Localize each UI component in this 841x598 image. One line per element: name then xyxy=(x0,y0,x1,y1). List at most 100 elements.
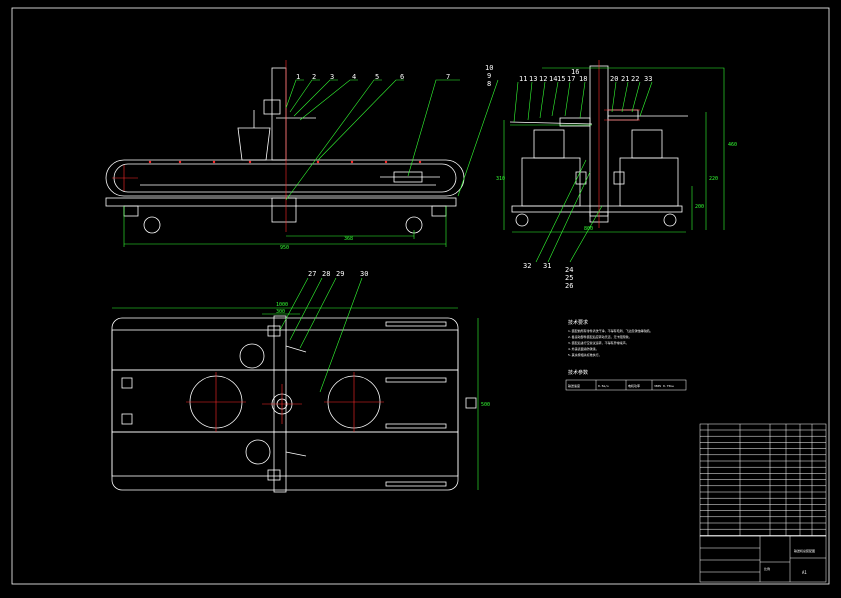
plan-small-disc-bottom xyxy=(245,439,271,465)
side-window-left xyxy=(575,171,587,185)
front-roller-dot xyxy=(148,160,152,164)
side-view-text: 11 13 12 14 15 17 16 18 20 21 22 33 10 9… xyxy=(485,64,652,290)
front-column-bracket xyxy=(263,99,281,115)
notes-line: 5.其余按相关标准执行。 xyxy=(568,352,602,357)
parts-list-rows xyxy=(700,429,826,536)
front-view-dim-text: 950 368 xyxy=(280,236,353,251)
side-base xyxy=(511,205,683,213)
leader-4 xyxy=(299,79,358,121)
front-view-centerlines xyxy=(112,60,287,232)
side-leader xyxy=(579,81,586,119)
drawing-name: 输送机总装配图 xyxy=(794,548,815,553)
side-balloon-16: 16 xyxy=(571,68,579,76)
leader-right-corner xyxy=(457,79,499,197)
side-hopper-left xyxy=(533,129,565,159)
front-view-dots xyxy=(148,160,422,164)
notes-title: 技术要求 xyxy=(568,319,588,326)
side-balloon-13: 13 xyxy=(529,75,537,83)
side-dim-top xyxy=(542,67,725,230)
side-leader xyxy=(639,81,653,117)
side-hopper-right xyxy=(631,129,663,159)
front-wheel-left xyxy=(143,216,161,234)
balloon-29: 29 xyxy=(336,270,344,278)
side-leader xyxy=(551,81,559,117)
balloon-27: 27 xyxy=(308,270,316,278)
plan-rail-1 xyxy=(385,321,447,327)
plan-small-disc-top xyxy=(239,343,265,369)
side-balloon-9: 9 xyxy=(487,72,491,80)
plan-view-dim-text: 1000 300 500 xyxy=(276,302,490,408)
side-balloon-11: 11 xyxy=(519,75,527,83)
side-clamp-right xyxy=(607,109,639,121)
side-view-dimensions xyxy=(503,67,725,263)
side-balloon-14: 14 xyxy=(549,75,557,83)
leader-1 xyxy=(285,79,304,109)
front-view-text: 1 2 3 4 5 6 7 xyxy=(296,73,450,81)
perf-table-text: 输送速度 0.5m/s 电机功率 380V 0.75kw xyxy=(568,383,674,388)
dim-1000: 1000 xyxy=(276,302,288,308)
side-balloon-21: 21 xyxy=(621,75,629,83)
front-base-foot-right xyxy=(431,205,447,217)
plan-view-dimensions xyxy=(112,277,479,490)
side-leader xyxy=(611,81,617,113)
balloon-7: 7 xyxy=(446,73,450,81)
side-balloon-12: 12 xyxy=(539,75,547,83)
front-hopper xyxy=(237,127,271,161)
title-block-frame xyxy=(699,535,827,583)
front-base xyxy=(105,197,457,207)
side-leader xyxy=(621,81,629,113)
notes-line: 1.装配前所有零件清洗干净，不得有毛刺、飞边及锈蚀等缺陷。 xyxy=(568,328,653,333)
side-balloon-33: 33 xyxy=(644,75,652,83)
technical-notes: 技术要求 1.装配前所有零件清洗干净，不得有毛刺、飞边及锈蚀等缺陷。 2.各运动… xyxy=(568,319,653,376)
dim-300: 300 xyxy=(276,309,285,315)
side-balloon-18: 18 xyxy=(579,75,587,83)
dim-368: 368 xyxy=(344,236,353,242)
side-leader xyxy=(631,81,641,113)
front-roller-dot xyxy=(316,160,320,164)
perf-table xyxy=(565,379,687,391)
side-body-left xyxy=(521,157,581,207)
front-roller-dot xyxy=(418,160,422,164)
plan-bracket-bottom xyxy=(267,469,281,481)
dim-460: 460 xyxy=(728,142,737,148)
front-belt-inner xyxy=(113,163,457,193)
side-view-dim-text: 460 220 200 310 800 xyxy=(496,142,737,232)
notes-line: 4.外露表面涂防锈漆。 xyxy=(568,346,599,351)
perf-title: 技术参数 xyxy=(568,369,588,376)
notes-line: 3.装配后进行空载试运转，不得有异常噪声。 xyxy=(568,340,629,345)
balloon-3: 3 xyxy=(330,73,334,81)
plan-rail-2 xyxy=(385,377,447,383)
front-view-dimensions xyxy=(123,79,499,247)
side-leader xyxy=(569,205,603,263)
side-leader xyxy=(513,81,519,123)
side-leader xyxy=(539,81,546,119)
side-balloon-32: 32 xyxy=(523,262,531,270)
plan-belt-bottom xyxy=(111,431,459,477)
scale-label: 比例 xyxy=(764,566,770,571)
front-belt-outline xyxy=(105,159,465,197)
side-balloon-25: 25 xyxy=(565,274,573,282)
side-balloon-17: 17 xyxy=(567,75,575,83)
side-window-right xyxy=(613,171,625,185)
side-balloon-10: 10 xyxy=(485,64,493,72)
leader-3 xyxy=(293,79,338,117)
plan-leader-29 xyxy=(299,277,337,349)
plan-leader-28 xyxy=(289,277,323,341)
side-leader xyxy=(547,171,591,263)
sheet-size: A1 xyxy=(802,570,807,575)
title-block-text: 输送机总装配图 比例 A1 xyxy=(764,548,815,575)
side-leader xyxy=(535,159,587,263)
dim-200: 200 xyxy=(695,204,704,210)
plan-outline xyxy=(111,317,459,491)
front-roller-dot xyxy=(384,160,388,164)
parts-list xyxy=(699,423,827,537)
plan-leader-30 xyxy=(319,277,363,393)
side-leader xyxy=(527,81,533,121)
side-wheel-left xyxy=(515,213,529,227)
plan-belt-top xyxy=(111,329,459,371)
side-balloon-8: 8 xyxy=(487,80,491,88)
leader-5 xyxy=(285,79,382,201)
side-clamp-left xyxy=(559,117,591,127)
plan-square-left-2 xyxy=(121,413,133,425)
